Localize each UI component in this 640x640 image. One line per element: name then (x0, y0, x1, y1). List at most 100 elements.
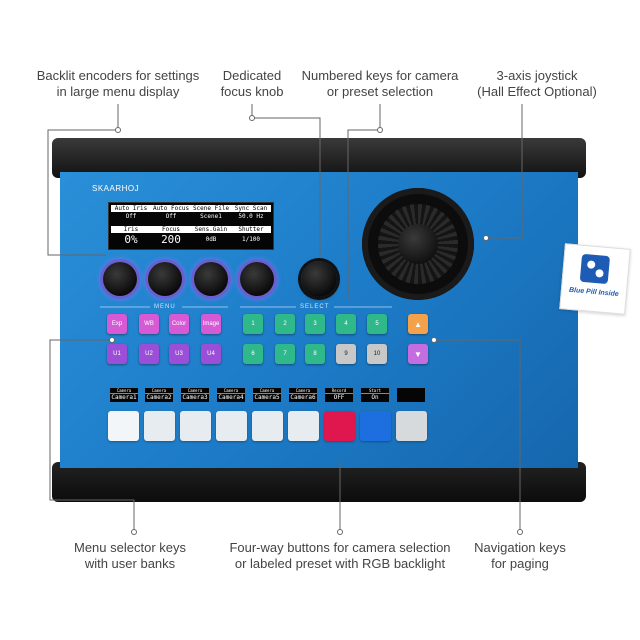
oled-value: Camera4 (218, 394, 244, 401)
fourway-pad[interactable] (216, 411, 247, 441)
blue-pill-logo-icon (579, 253, 611, 285)
oled-value: Camera2 (146, 394, 172, 401)
menu-key-u3[interactable]: U3 (169, 344, 189, 364)
callout-numbered: Numbered keys for camera or preset selec… (292, 68, 468, 100)
lcd-row1-headers: Auto Iris Auto Focus Scene File Sync Sca… (111, 205, 271, 212)
callout-joystick-line2: (Hall Effect Optional) (477, 84, 597, 99)
lcd-value: Scene1 (200, 213, 222, 220)
callout-focus-line1: Dedicated (222, 68, 282, 83)
number-key-1[interactable]: 1 (243, 314, 263, 334)
fourway-pad[interactable] (360, 411, 391, 441)
number-key-8[interactable]: 8 (305, 344, 325, 364)
callout-joystick-line1: 3-axis joystick (496, 68, 578, 83)
lcd-header: Sync Scan (231, 205, 271, 212)
oled-title: Camera (217, 388, 245, 394)
oled-title: Camera (253, 388, 281, 394)
fourway-pad[interactable] (324, 411, 355, 441)
oled-title: Record (325, 388, 353, 394)
oled-title: Camera (181, 388, 209, 394)
number-key-10[interactable]: 10 (367, 344, 387, 364)
menu-key-exp[interactable]: Exp (107, 314, 127, 334)
lcd-header: Auto Focus (151, 205, 191, 212)
oled-title: Camera (289, 388, 317, 394)
lcd-header: Sens.Gain (191, 226, 231, 233)
lcd-header: Scene File (191, 205, 231, 212)
callout-nav-line1: Navigation keys (474, 540, 566, 555)
number-key-2[interactable]: 2 (275, 314, 295, 334)
menu-key-u4[interactable]: U4 (201, 344, 221, 364)
encoder-knob[interactable] (103, 262, 137, 296)
number-key-6[interactable]: 6 (243, 344, 263, 364)
lcd-value: Off (165, 213, 177, 220)
triangle-up-icon: ▲ (414, 319, 422, 329)
oled-title: Camera (145, 388, 173, 394)
lcd-header: Auto Iris (111, 205, 151, 212)
callout-joystick: 3-axis joystick (Hall Effect Optional) (462, 68, 612, 100)
callout-numbered-line2: or preset selection (326, 84, 434, 99)
fourway-pad[interactable] (108, 411, 139, 441)
lcd-value: 0dB (205, 236, 217, 243)
oled-value: Camera3 (182, 394, 208, 401)
lcd-value: Off (125, 213, 137, 220)
select-section-label: SELECT (300, 304, 330, 310)
oled-value: Camera5 (254, 394, 280, 401)
lcd-value: 200 (161, 234, 181, 246)
blue-pill-badge-text: Blue Pill Inside (568, 286, 619, 299)
menu-section-label: MENU (154, 304, 176, 310)
number-key-3[interactable]: 3 (305, 314, 325, 334)
lcd-header: Focus (151, 226, 191, 233)
fourway-pad[interactable] (252, 411, 283, 441)
number-key-4[interactable]: 4 (336, 314, 356, 334)
fourway-pad[interactable] (288, 411, 319, 441)
callout-fourway-line2: or labeled preset with RGB backlight (234, 556, 446, 571)
oled-title: Start (361, 388, 389, 394)
lcd-header: Iris (111, 226, 151, 233)
lcd-row1-values: Off Off Scene1 50.0 Hz (111, 213, 271, 220)
lcd-row2-values: 0% 200 0dB 1/100 (111, 234, 271, 246)
menu-key-u2[interactable]: U2 (139, 344, 159, 364)
number-key-5[interactable]: 5 (367, 314, 387, 334)
number-key-7[interactable]: 7 (275, 344, 295, 364)
nav-down-button[interactable]: ▼ (408, 344, 428, 364)
callout-focus: Dedicated focus knob (212, 68, 292, 100)
callout-fourway-line1: Four-way buttons for camera selection (229, 540, 451, 555)
fourway-pad[interactable] (180, 411, 211, 441)
callout-menu-keys-line1: Menu selector keys (74, 540, 186, 555)
callout-nav: Navigation keys for paging (460, 540, 580, 572)
encoder-knob[interactable] (194, 262, 228, 296)
menu-display: Auto Iris Auto Focus Scene File Sync Sca… (108, 202, 274, 250)
lcd-value: 50.0 Hz (238, 213, 264, 220)
fourway-pad[interactable] (396, 411, 427, 441)
lcd-row2-headers: Iris Focus Sens.Gain Shutter (111, 226, 271, 233)
encoder-knob[interactable] (240, 262, 274, 296)
callout-numbered-line1: Numbered keys for camera (301, 68, 459, 83)
focus-knob[interactable] (301, 261, 337, 297)
callout-focus-line2: focus knob (220, 84, 284, 99)
triangle-down-icon: ▼ (414, 349, 422, 359)
oled-value: Camera1 (111, 394, 137, 401)
fourway-pad[interactable] (144, 411, 175, 441)
oled-value: Camera6 (290, 394, 316, 401)
menu-key-u1[interactable]: U1 (107, 344, 127, 364)
joystick-cap[interactable] (398, 224, 438, 264)
blue-pill-badge: Blue Pill Inside (559, 243, 631, 315)
callout-menu-keys-line2: with user banks (84, 556, 176, 571)
callout-encoders-line1: Backlit encoders for settings (36, 68, 200, 83)
encoder-knob[interactable] (148, 262, 182, 296)
brand-label: SKAARHOJ (92, 184, 140, 193)
oled-value: OFF (333, 394, 345, 401)
menu-key-wb[interactable]: WB (139, 314, 159, 334)
nav-up-button[interactable]: ▲ (408, 314, 428, 334)
callout-nav-line2: for paging (491, 556, 549, 571)
menu-key-color[interactable]: Color (169, 314, 189, 334)
menu-key-image[interactable]: Image (201, 314, 221, 334)
lcd-header: Shutter (231, 226, 271, 233)
oled-value: On (371, 394, 379, 401)
callout-encoders: Backlit encoders for settings in large m… (28, 68, 208, 100)
number-key-9[interactable]: 9 (336, 344, 356, 364)
